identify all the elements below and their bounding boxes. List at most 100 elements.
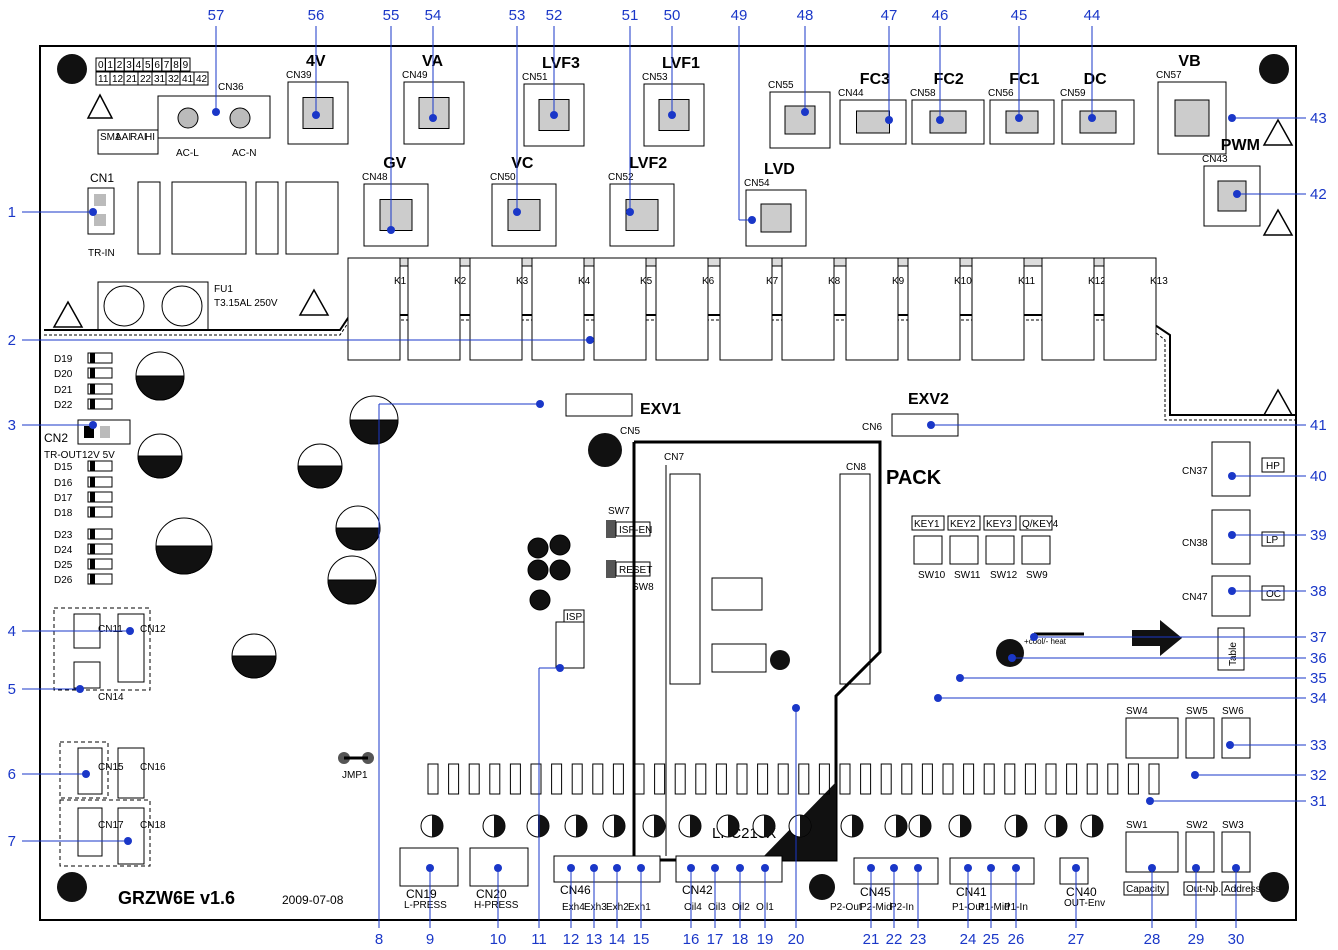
callout-number: 31 xyxy=(1310,793,1327,810)
connector-name: LVD xyxy=(764,161,795,178)
callout-dot xyxy=(748,216,756,224)
mode-label: SM1 xyxy=(100,132,121,143)
cn19-sub: L-PRESS xyxy=(404,900,447,911)
callout-dot xyxy=(987,864,995,872)
connector-name: GV xyxy=(383,155,406,172)
cn6-ref: CN6 xyxy=(862,422,882,433)
callout-dot xyxy=(1072,864,1080,872)
cn11-18-group: CN11 CN12 CN14 CN15 CN16 CN17 CN18 xyxy=(53,607,166,867)
cn37-hp: CN37 HP xyxy=(1182,441,1285,497)
callout-number: 6 xyxy=(8,766,16,783)
callout-dot xyxy=(1228,472,1236,480)
callout-dot xyxy=(536,400,544,408)
callout-dot xyxy=(936,116,944,124)
callout-number: 52 xyxy=(546,7,563,24)
callout-number: 42 xyxy=(1310,186,1327,203)
relay-ref: K3 xyxy=(516,276,529,287)
led-group xyxy=(527,534,571,611)
callout-dot xyxy=(736,864,744,872)
connector-ref: CN55 xyxy=(768,80,794,91)
table-text: Table xyxy=(1228,642,1239,666)
connector-name: FC2 xyxy=(934,71,964,88)
callout-number: 7 xyxy=(8,833,16,850)
cn18-label: CN18 xyxy=(140,820,166,831)
relay-ref: K10 xyxy=(954,276,972,287)
connector-name: FC3 xyxy=(860,71,890,88)
callout-number: 43 xyxy=(1310,110,1327,127)
connector-name: LVF3 xyxy=(542,55,580,72)
mounting-holes xyxy=(57,54,1289,902)
connector-ref: CN51 xyxy=(522,72,548,83)
code-cell: 6 xyxy=(154,60,160,71)
lp-label: LP xyxy=(1266,535,1279,546)
callout-number: 53 xyxy=(509,7,526,24)
callout-dot xyxy=(1146,797,1154,805)
cn45-pin: P2-Mid xyxy=(860,902,892,913)
callout-number: 28 xyxy=(1144,931,1161,948)
callout-dot xyxy=(914,864,922,872)
callout-number: 13 xyxy=(586,931,603,948)
relay-ref: K9 xyxy=(892,276,905,287)
callout-dot xyxy=(613,864,621,872)
callout-dot xyxy=(1226,741,1234,749)
diode-ref: D20 xyxy=(54,369,73,380)
callout-number: 21 xyxy=(863,931,880,948)
connector-ref: CN57 xyxy=(1156,70,1182,81)
diode-ref: D21 xyxy=(54,385,73,396)
key-label: KEY1 xyxy=(914,519,940,530)
callout-dot xyxy=(556,664,564,672)
pack-label: PACK xyxy=(886,467,942,489)
cn1-ref: CN1 xyxy=(90,171,114,185)
callout-number: 49 xyxy=(731,7,748,24)
callout-number: 4 xyxy=(8,623,16,640)
relay-ref: K13 xyxy=(1150,276,1168,287)
callout-number: 51 xyxy=(622,7,639,24)
callout-dot xyxy=(1012,864,1020,872)
connector-ref: CN59 xyxy=(1060,88,1086,99)
callout-number: 22 xyxy=(886,931,903,948)
jmp1-label: JMP1 xyxy=(342,770,368,781)
callout-number: 54 xyxy=(425,7,442,24)
callout-number: 18 xyxy=(732,931,749,948)
callout-number: 2 xyxy=(8,332,16,349)
callout-number: 35 xyxy=(1310,670,1327,687)
callout-dot xyxy=(956,674,964,682)
callout-dot xyxy=(964,864,972,872)
callout-dot xyxy=(1191,771,1199,779)
code-cell: 3 xyxy=(126,60,132,71)
cn38-ref: CN38 xyxy=(1182,538,1208,549)
callout-number: 33 xyxy=(1310,737,1327,754)
callout-number: 46 xyxy=(932,7,949,24)
key-label: KEY3 xyxy=(986,519,1012,530)
cn41-ref: CN41 xyxy=(956,885,987,899)
code-cell: 9 xyxy=(183,60,189,71)
sw8-ref: SW8 xyxy=(632,582,654,593)
mode-label: AAI xyxy=(115,132,131,143)
connector-ref: CN49 xyxy=(402,70,428,81)
connector-ref: CN44 xyxy=(838,88,864,99)
cn2-ref: CN2 xyxy=(44,431,68,445)
jmp1: JMP1 xyxy=(338,752,374,781)
code-cell: 2 xyxy=(117,60,123,71)
relay-ref: K1 xyxy=(394,276,407,287)
callout-dot xyxy=(513,208,521,216)
relay-ref: K12 xyxy=(1088,276,1106,287)
cn20-ref: CN20 xyxy=(476,887,507,901)
code-cell: 32 xyxy=(168,74,180,85)
callout-number: 47 xyxy=(881,7,898,24)
cn36-connector: CN36 AC-L AC-N xyxy=(157,82,271,159)
callout-dot xyxy=(867,864,875,872)
resistor-row xyxy=(420,763,1160,838)
cn47-oc: CN47 OC Table +cool/- heat xyxy=(1024,575,1285,671)
connector-ref: CN50 xyxy=(490,172,516,183)
callout-number: 57 xyxy=(208,7,225,24)
cn12-label: CN12 xyxy=(140,624,166,635)
dip-caption: Address xyxy=(1224,884,1261,895)
cn46-pin: Exh2 xyxy=(606,902,629,913)
callout-dot xyxy=(761,864,769,872)
